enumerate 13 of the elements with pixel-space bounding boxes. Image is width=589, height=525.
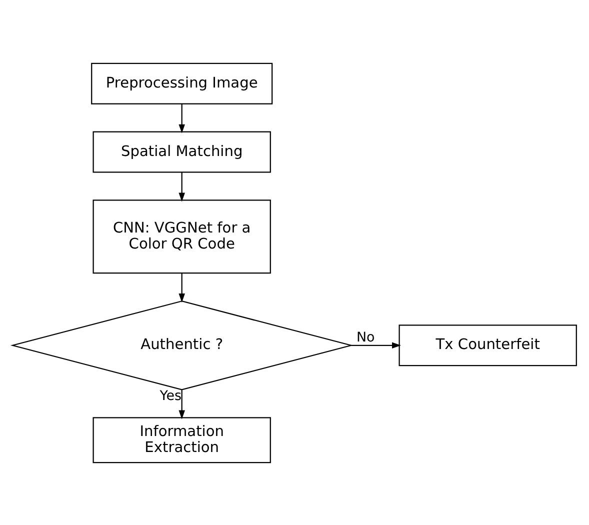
node-box: CNN: VGGNet for a Color QR Code <box>92 199 271 274</box>
node-box: Spatial Matching <box>92 130 271 172</box>
arrow <box>178 172 185 202</box>
edge-label: No <box>356 330 375 346</box>
node-box: Tx Counterfeit <box>398 324 577 366</box>
node-diamond: Authentic ? <box>10 300 354 390</box>
arrow <box>178 103 185 133</box>
node-box: Information Extraction <box>92 416 271 463</box>
arrow <box>178 272 185 302</box>
arrow <box>351 342 401 348</box>
edge-label: Yes <box>160 388 182 404</box>
node-box: Preprocessing Image <box>91 62 273 104</box>
arrow <box>178 390 185 419</box>
